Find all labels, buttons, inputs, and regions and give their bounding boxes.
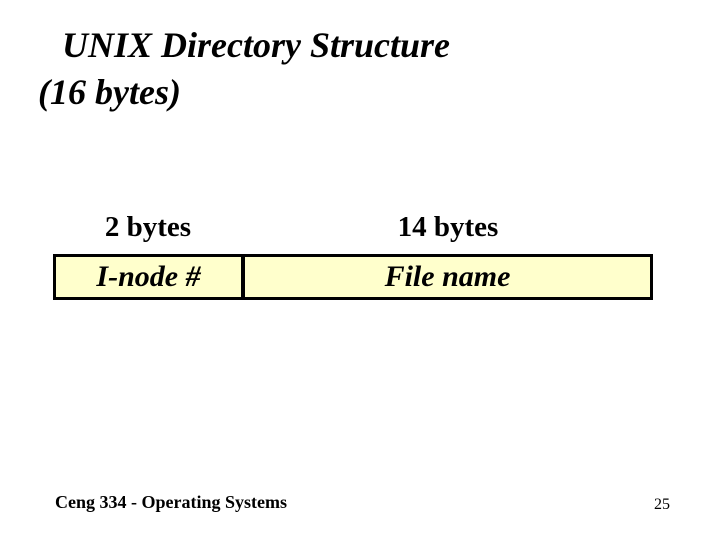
inode-cell: I-node # (53, 254, 243, 300)
page-number: 25 (654, 496, 670, 513)
filename-cell: File name (243, 254, 653, 300)
course-footer: Ceng 334 - Operating Systems (55, 492, 287, 512)
directory-entry-row: I-node # File name (53, 254, 653, 300)
slide-title-line2: (16 bytes) (38, 72, 181, 112)
slide-title: UNIX Directory Structure (16 bytes) (38, 22, 450, 116)
inode-size-label: 2 bytes (104, 211, 192, 243)
filename-size-label: 14 bytes (397, 211, 499, 243)
byte-size-labels: 2 bytes 14 bytes (53, 210, 653, 244)
slide-title-line1: UNIX Directory Structure (62, 25, 451, 65)
directory-entry-diagram: 2 bytes 14 bytes I-node # File name (53, 210, 653, 300)
